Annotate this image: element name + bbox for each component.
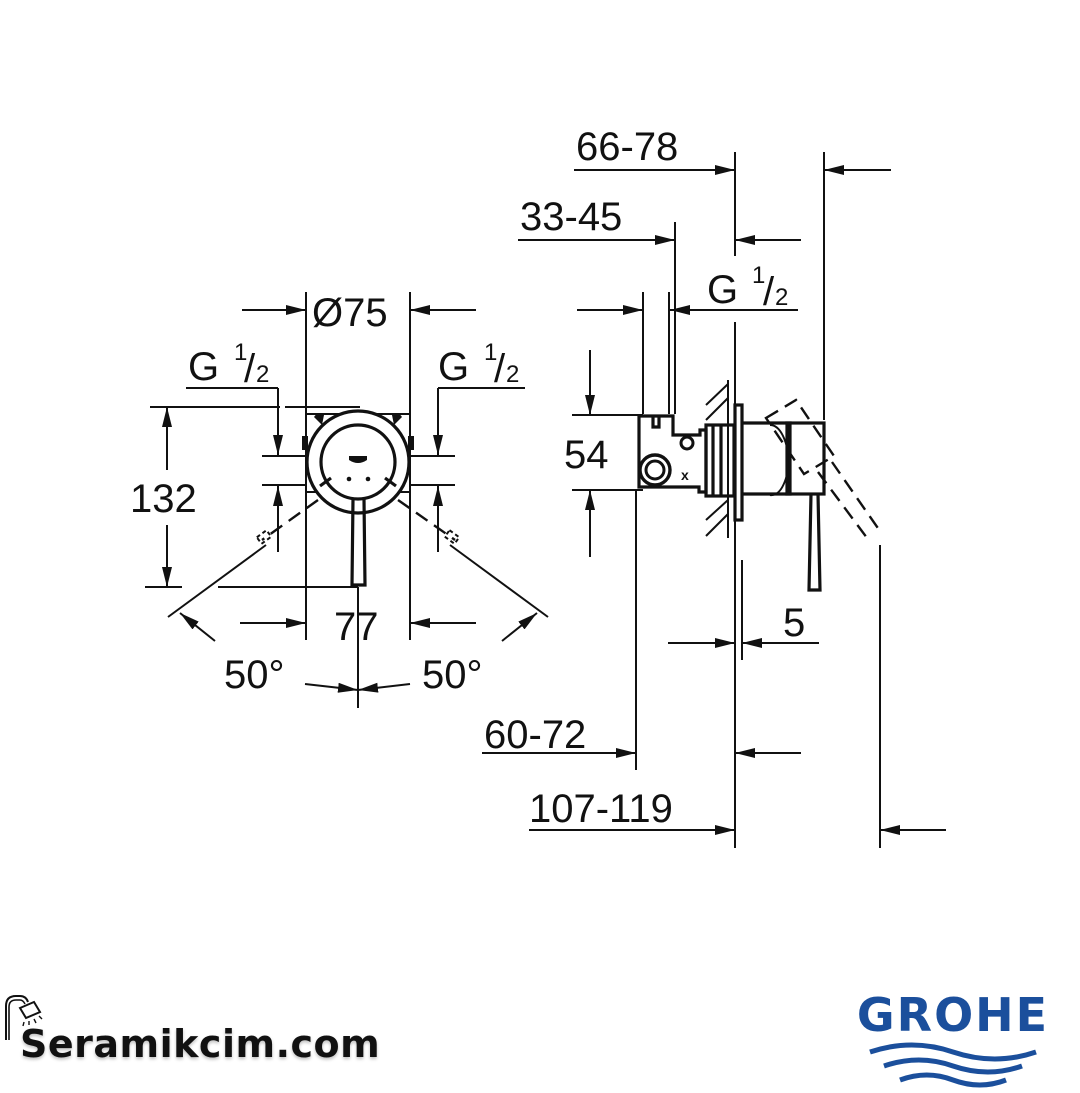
svg-text:2: 2 bbox=[775, 284, 788, 311]
svg-text:2: 2 bbox=[506, 361, 519, 388]
height-label: 132 bbox=[130, 477, 197, 521]
svg-text:/: / bbox=[494, 347, 506, 391]
svg-text:1: 1 bbox=[752, 262, 765, 289]
svg-text:G: G bbox=[188, 345, 219, 389]
waves-icon bbox=[869, 1042, 1037, 1088]
thread-label-right: G 1 / 2 bbox=[438, 339, 519, 391]
svg-text:G: G bbox=[707, 268, 738, 312]
svg-text:1: 1 bbox=[484, 339, 497, 366]
svg-text:2: 2 bbox=[256, 361, 269, 388]
dim-5: 5 bbox=[783, 601, 805, 645]
angle-right-label: 50° bbox=[422, 653, 483, 697]
brand-name: GROHE bbox=[856, 988, 1050, 1042]
width-label: 77 bbox=[334, 605, 379, 649]
dim-33-45: 33-45 bbox=[520, 195, 622, 239]
diameter-label: Ø75 bbox=[312, 291, 388, 335]
svg-text:/: / bbox=[244, 347, 256, 391]
shower-head-icon bbox=[5, 995, 43, 1040]
watermark-text: Seramikcim.com bbox=[20, 1022, 381, 1066]
grohe-logo: GROHE bbox=[848, 990, 1058, 1093]
mixer-side-body: x bbox=[637, 380, 883, 592]
thread-label-left: G 1 / 2 bbox=[188, 339, 269, 391]
front-view: Ø75 G 1 / 2 G 1 / 2 bbox=[130, 291, 549, 708]
dim-107-119: 107-119 bbox=[529, 787, 673, 831]
side-view: 66-78 33-45 G 1 / 2 54 x bbox=[482, 125, 946, 848]
dim-60-72: 60-72 bbox=[484, 713, 586, 757]
thread-label-side: G 1 / 2 bbox=[707, 262, 788, 314]
svg-text:/: / bbox=[763, 270, 775, 314]
svg-text:x: x bbox=[681, 467, 689, 483]
angle-left-label: 50° bbox=[224, 653, 285, 697]
dim-66-78: 66-78 bbox=[576, 125, 678, 169]
mixer-front-body bbox=[302, 409, 414, 587]
svg-text:1: 1 bbox=[234, 339, 247, 366]
height-54-label: 54 bbox=[564, 433, 609, 477]
svg-text:G: G bbox=[438, 345, 469, 389]
